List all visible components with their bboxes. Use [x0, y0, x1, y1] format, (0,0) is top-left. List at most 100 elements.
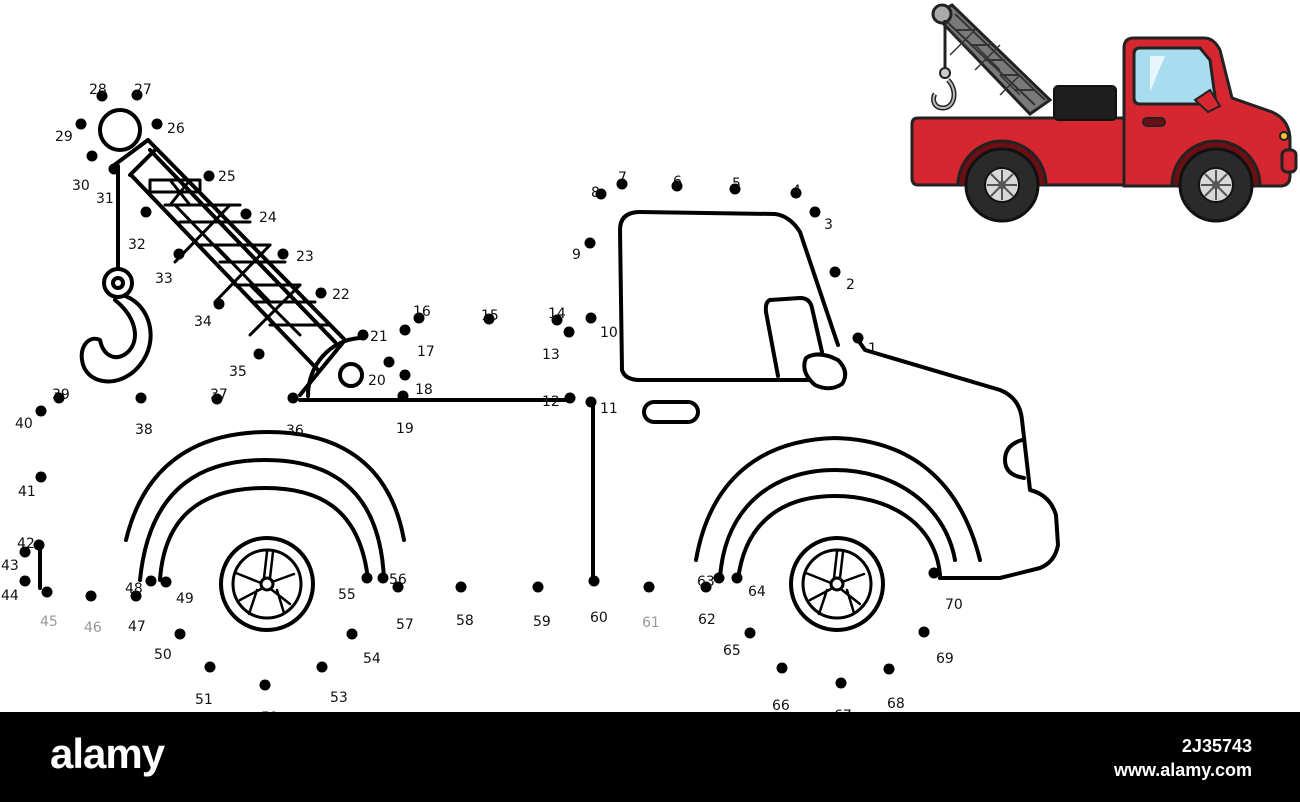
dot-33 — [173, 248, 185, 260]
dot-label-7: 7 — [618, 170, 627, 186]
dot-label-57: 57 — [396, 617, 414, 633]
dot-27 — [131, 89, 143, 101]
dot-label-62: 62 — [698, 612, 716, 628]
dot-label-12: 12 — [542, 394, 560, 410]
dot-label-25: 25 — [218, 169, 236, 185]
dot-label-31: 31 — [96, 191, 114, 207]
dot-66 — [776, 662, 788, 674]
dot-label-19: 19 — [396, 421, 414, 437]
dot-label-64: 64 — [748, 584, 766, 600]
dot-label-29: 29 — [55, 129, 73, 145]
reference-tow-truck — [910, 3, 1298, 223]
dot-26 — [151, 118, 163, 130]
dot-label-47: 47 — [128, 619, 146, 635]
dot-57 — [392, 581, 404, 593]
dot-29 — [75, 118, 87, 130]
dot-label-50: 50 — [154, 647, 172, 663]
dot-label-36: 36 — [286, 423, 304, 439]
dot-22 — [315, 287, 327, 299]
dot-label-21: 21 — [370, 329, 388, 345]
dot-label-43: 43 — [1, 558, 19, 574]
dot-55 — [361, 572, 373, 584]
truck-outline — [38, 108, 1060, 632]
dot-7 — [616, 178, 628, 190]
dot-12 — [564, 392, 576, 404]
reference-front-wheel — [1178, 147, 1254, 223]
dot-label-38: 38 — [135, 422, 153, 438]
dot-label-58: 58 — [456, 613, 474, 629]
dot-label-10: 10 — [600, 325, 618, 341]
dot-label-59: 59 — [533, 614, 551, 630]
dot-label-27: 27 — [134, 82, 152, 98]
dot-label-9: 9 — [572, 247, 581, 263]
numbered-dots: 1234567891011121314151617181920212223242… — [1, 82, 963, 712]
dot-23 — [277, 248, 289, 260]
dot-to-dot-puzzle: 1234567891011121314151617181920212223242… — [1, 3, 1298, 712]
dot-62 — [700, 581, 712, 593]
dot-label-49: 49 — [176, 591, 194, 607]
dot-54 — [346, 628, 358, 640]
dot-20 — [383, 356, 395, 368]
dot-45 — [41, 586, 53, 598]
dot-65 — [744, 627, 756, 639]
dot-label-34: 34 — [194, 314, 212, 330]
dot-label-70: 70 — [945, 597, 963, 613]
dot-68 — [883, 663, 895, 675]
dot-30 — [86, 150, 98, 162]
dot-label-24: 24 — [259, 210, 277, 226]
dot-67 — [835, 677, 847, 689]
dot-label-11: 11 — [600, 401, 618, 417]
dot-label-2: 2 — [846, 277, 855, 293]
dot-48 — [145, 575, 157, 587]
dot-label-20: 20 — [368, 373, 386, 389]
dot-49 — [160, 576, 172, 588]
dot-44 — [19, 575, 31, 587]
dot-35 — [253, 348, 265, 360]
dot-label-15: 15 — [481, 308, 499, 324]
dot-43 — [19, 546, 31, 558]
dot-15 — [483, 313, 495, 325]
dot-label-40: 40 — [15, 416, 33, 432]
dot-32 — [140, 206, 152, 218]
dot-label-13: 13 — [542, 347, 560, 363]
dot-47 — [130, 590, 142, 602]
dot-label-18: 18 — [415, 382, 433, 398]
dot-label-69: 69 — [936, 651, 954, 667]
dot-53 — [316, 661, 328, 673]
dot-61 — [643, 581, 655, 593]
dot-39 — [53, 392, 65, 404]
dot-label-67: 67 — [834, 708, 852, 712]
dot-label-3: 3 — [824, 217, 833, 233]
dot-label-32: 32 — [128, 237, 146, 253]
dot-label-41: 41 — [18, 484, 36, 500]
reference-crane — [931, 3, 1053, 116]
dot-3 — [809, 206, 821, 218]
dot-16 — [413, 312, 425, 324]
dot-label-37: 37 — [210, 387, 228, 403]
dot-label-48: 48 — [125, 581, 143, 597]
dot-label-33: 33 — [155, 271, 173, 287]
dot-label-63: 63 — [697, 574, 715, 590]
dot-label-26: 26 — [167, 121, 185, 137]
dot-51 — [204, 661, 216, 673]
dot-label-60: 60 — [590, 610, 608, 626]
dot-52 — [259, 679, 271, 691]
dot-18 — [399, 369, 411, 381]
dot-2 — [829, 266, 841, 278]
dot-label-30: 30 — [72, 178, 90, 194]
dot-4 — [790, 187, 802, 199]
dot-56 — [377, 572, 389, 584]
dot-41 — [35, 471, 47, 483]
dot-59 — [532, 581, 544, 593]
dot-50 — [174, 628, 186, 640]
dot-label-46: 46 — [84, 620, 102, 636]
dot-42 — [33, 539, 45, 551]
dot-38 — [135, 392, 147, 404]
dot-46 — [85, 590, 97, 602]
dot-label-6: 6 — [673, 174, 682, 190]
dot-label-54: 54 — [363, 651, 381, 667]
dot-label-16: 16 — [413, 304, 431, 320]
dot-14 — [551, 314, 563, 326]
dot-label-51: 51 — [195, 692, 213, 708]
dot-label-8: 8 — [591, 185, 600, 201]
